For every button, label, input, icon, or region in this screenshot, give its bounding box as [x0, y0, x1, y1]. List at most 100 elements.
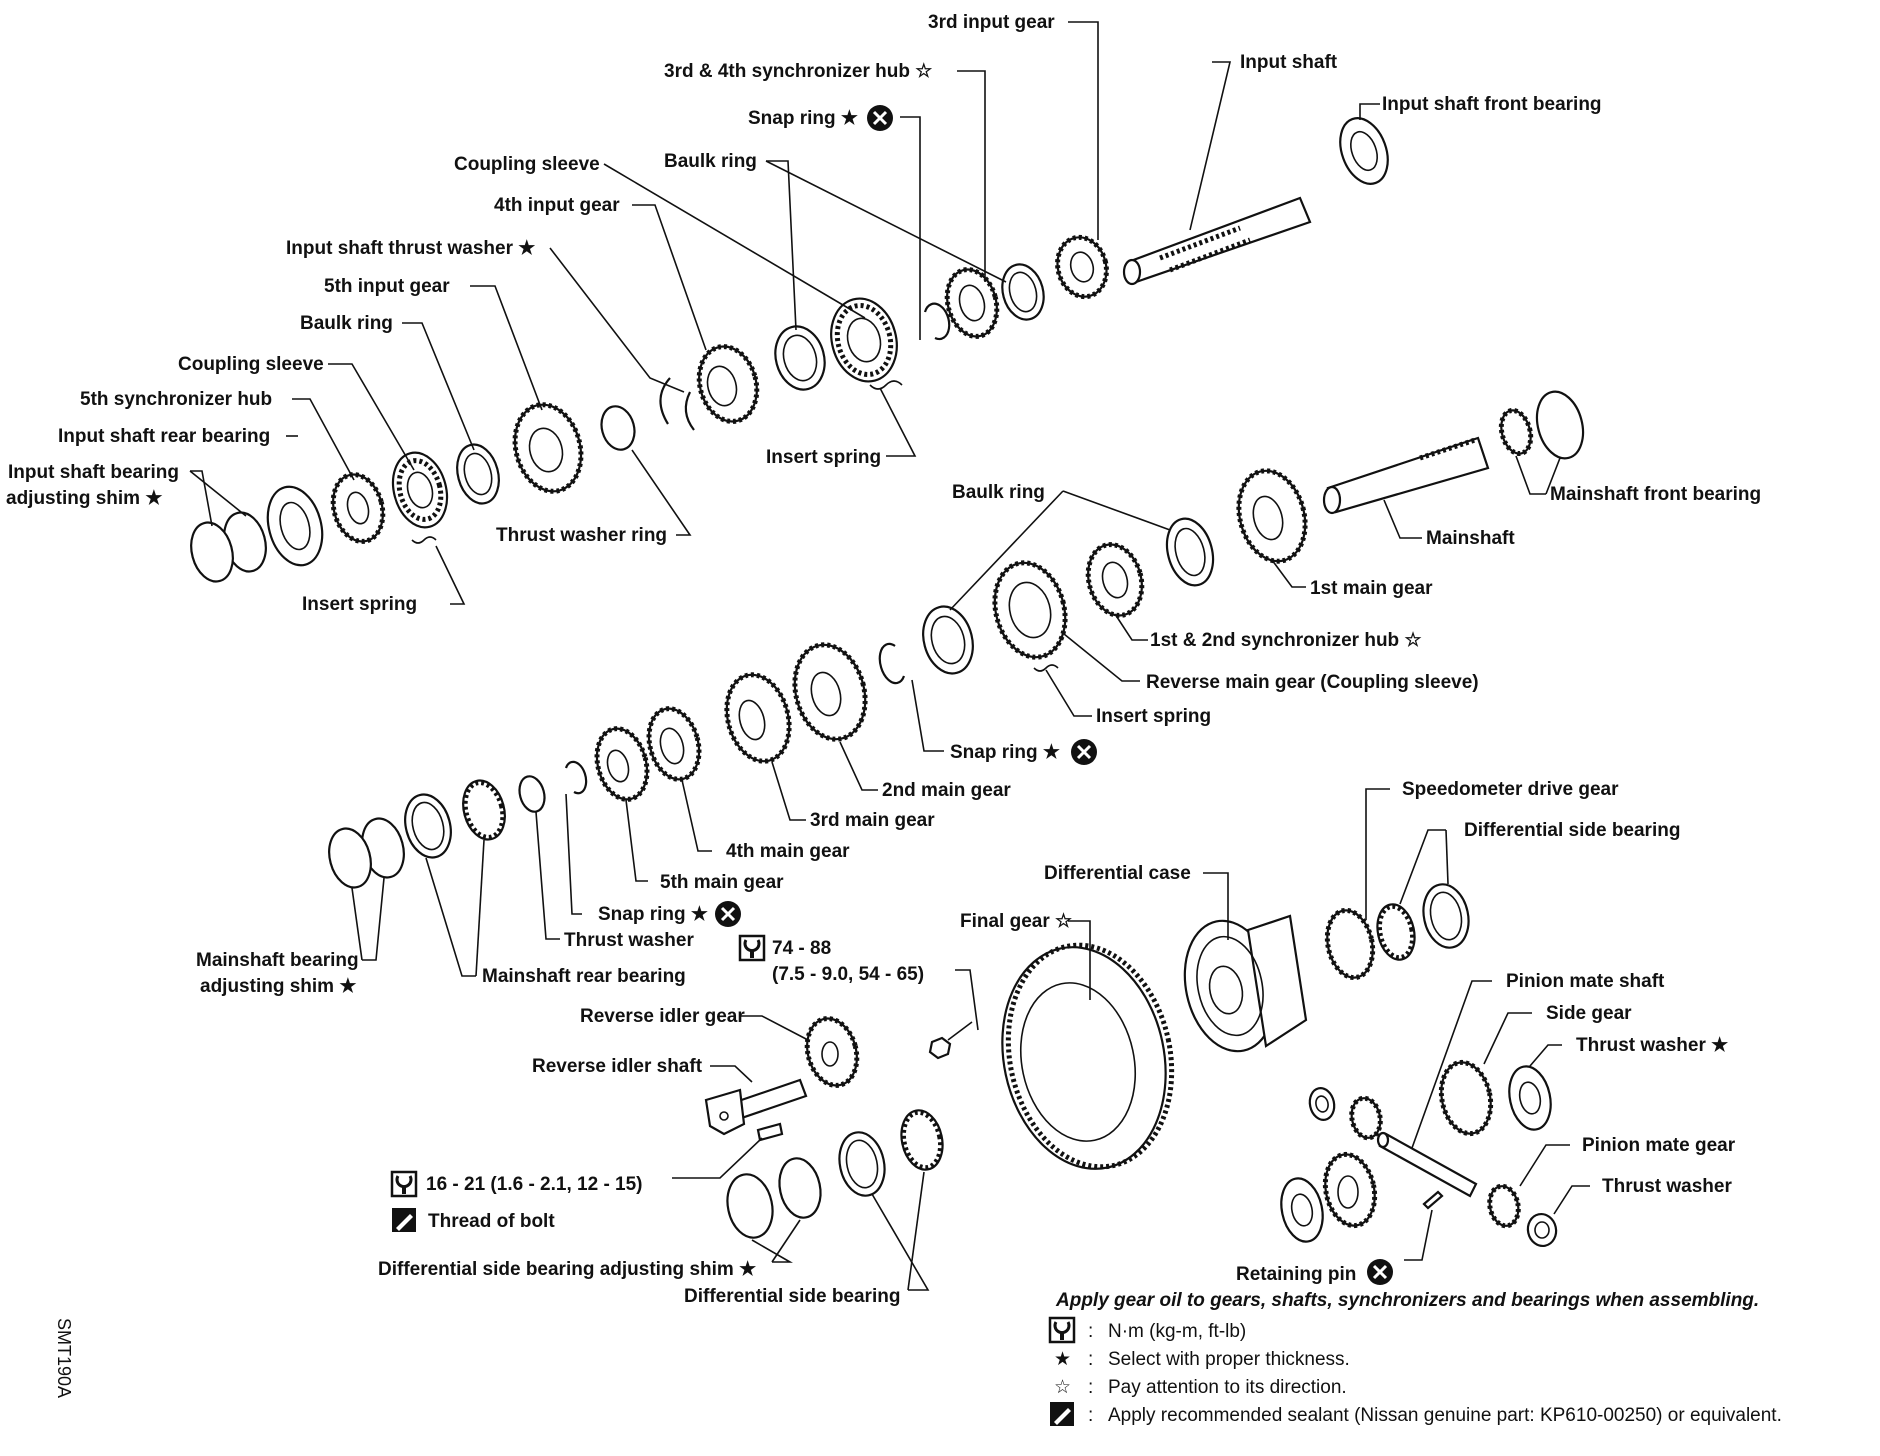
- label-3rd-4th-synchronizer-hub: 3rd & 4th synchronizer hub ☆: [664, 61, 932, 82]
- legend-direction: Pay attention to its direction.: [1108, 1377, 1347, 1398]
- reverse-main-gear-part: [992, 560, 1068, 672]
- label-input-shaft: Input shaft: [1240, 52, 1338, 73]
- label-thrust-washer-diff-2: Thrust washer: [1602, 1176, 1732, 1197]
- label-differential-case: Differential case: [1044, 863, 1191, 884]
- retaining-pin-part: [1422, 1190, 1444, 1210]
- legend-torque: N·m (kg-m, ft-lb): [1108, 1321, 1246, 1342]
- replace-x-icon: [715, 901, 741, 927]
- label-thread-of-bolt: Thread of bolt: [428, 1211, 555, 1232]
- select-thickness-star-icon: ★: [145, 488, 162, 509]
- select-thickness-star-icon: ★: [1711, 1035, 1728, 1056]
- thrust-washers-diff-part: [1280, 1065, 1558, 1248]
- hub-3rd-4th-part: [944, 267, 1000, 339]
- label-insert-spring-top: Insert spring: [766, 447, 881, 468]
- sealant-icon: [1050, 1402, 1074, 1426]
- figure-code: SMT190A: [54, 1318, 74, 1398]
- thrust-washer-halves-part: [659, 377, 695, 431]
- select-thickness-star-icon: ★: [739, 1259, 756, 1280]
- input-shaft-part: [1122, 196, 1312, 286]
- mainshaft-part: [1322, 436, 1490, 515]
- select-thickness-star-icon: ★: [518, 238, 535, 259]
- legend-select-thickness: Select with proper thickness.: [1108, 1349, 1350, 1370]
- label-snap-ring-mid: Snap ring ★: [950, 742, 1060, 763]
- coupling-sleeve-top-part: [830, 297, 903, 390]
- input-gear-3rd-part: [1055, 234, 1109, 300]
- diff-side-bearing-bottom-part: [838, 1109, 944, 1197]
- mainshaft-rear-bearing-part: [404, 779, 506, 859]
- label-reverse-idler-gear: Reverse idler gear: [580, 1006, 745, 1027]
- side-gear-part: [1322, 1059, 1494, 1229]
- label-diff-side-bearing-shim: Differential side bearing adjusting shim…: [378, 1259, 756, 1280]
- label-reverse-idler-shaft: Reverse idler shaft: [532, 1056, 703, 1077]
- baulk-ring-mid-right-part: [1165, 517, 1215, 587]
- label-baulk-ring-mid: Baulk ring: [952, 482, 1045, 503]
- label-snap-ring-low: Snap ring ★: [598, 904, 708, 925]
- note-apply-gear-oil: Apply gear oil to gears, shafts, synchro…: [1055, 1290, 1759, 1311]
- label-mainshaft-bearing-shim: Mainshaft bearing: [196, 950, 359, 971]
- label-input-shaft-bearing-shim: Input shaft bearing: [8, 462, 179, 483]
- notes-legend: Apply gear oil to gears, shafts, synchro…: [54, 1290, 1782, 1426]
- replace-x-icon: [1367, 1259, 1393, 1285]
- direction-star-icon: ☆: [1054, 1377, 1071, 1398]
- final-gear-bolt-part: [928, 1021, 973, 1060]
- label-differential-side-bearing-top: Differential side bearing: [1464, 820, 1680, 841]
- torque-idler-bolt-value: 16 - 21 (1.6 - 2.1, 12 - 15): [426, 1174, 643, 1195]
- mainshaft-front-bearing-part: [1498, 390, 1585, 460]
- main-gear-3rd-part: [724, 672, 792, 764]
- legend-colon: :: [1088, 1377, 1093, 1398]
- thrust-washer-low-part: [518, 775, 546, 813]
- legend-sealant: Apply recommended sealant (Nissan genuin…: [1108, 1405, 1782, 1426]
- label-insert-spring-left: Insert spring: [302, 594, 417, 615]
- pinion-mate-shaft-part: [1376, 1131, 1478, 1198]
- label-coupling-sleeve-top: Coupling sleeve: [454, 154, 600, 175]
- label-input-shaft-bearing-shim-2: adjusting shim ★: [6, 488, 162, 509]
- baulk-ring-top-left-part: [774, 325, 826, 391]
- label-baulk-ring-left: Baulk ring: [300, 313, 393, 334]
- label-retaining-pin: Retaining pin: [1236, 1264, 1356, 1285]
- label-diff-side-bearing-bottom: Differential side bearing: [684, 1286, 900, 1307]
- label-5th-synchronizer-hub: 5th synchronizer hub: [80, 389, 272, 410]
- legend-colon: :: [1088, 1321, 1093, 1342]
- thrust-washer-ring-part: [600, 405, 636, 451]
- label-4th-main-gear: 4th main gear: [726, 841, 850, 862]
- label-coupling-sleeve-left: Coupling sleeve: [178, 354, 324, 375]
- label-mainshaft-front-bearing: Mainshaft front bearing: [1550, 484, 1761, 505]
- leader-lines: [189, 21, 1590, 1291]
- parts-drawings: [190, 117, 1585, 1248]
- reverse-idler-gear-part: [804, 1016, 860, 1088]
- main-gear-5th-part: [594, 726, 650, 802]
- baulk-ring-top-right-part: [1001, 263, 1045, 321]
- legend-colon: :: [1088, 1405, 1093, 1426]
- input-shaft-front-bearing-part: [1339, 117, 1389, 185]
- label-thrust-washer-diff: Thrust washer ★: [1576, 1035, 1728, 1056]
- select-thickness-star-icon: ★: [339, 976, 356, 997]
- label-5th-input-gear: 5th input gear: [324, 276, 450, 297]
- label-mainshaft-rear-bearing: Mainshaft rear bearing: [482, 966, 686, 987]
- differential-case-part: [1183, 914, 1308, 1053]
- select-thickness-star-icon: ★: [841, 108, 858, 129]
- legend-colon: :: [1088, 1349, 1093, 1370]
- baulk-ring-mid-left-part: [922, 605, 974, 675]
- final-gear-part: [1001, 942, 1175, 1170]
- snap-ring-mid-part: [878, 642, 906, 685]
- label-side-gear: Side gear: [1546, 1003, 1632, 1024]
- replace-x-icon: [1071, 739, 1097, 765]
- coupling-sleeve-left-part: [391, 451, 449, 529]
- replace-x-icon: [867, 105, 893, 131]
- label-input-shaft-front-bearing: Input shaft front bearing: [1382, 94, 1602, 115]
- torque-final-gear-value-2: (7.5 - 9.0, 54 - 65): [772, 964, 924, 985]
- label-thrust-washer-ring: Thrust washer ring: [496, 525, 667, 546]
- select-thickness-star-icon: ★: [1043, 742, 1060, 763]
- label-mainshaft-bearing-shim-2: adjusting shim ★: [200, 976, 356, 997]
- label-3rd-input-gear: 3rd input gear: [928, 12, 1055, 33]
- snap-ring-top-part: [923, 302, 951, 341]
- direction-star-icon: ☆: [915, 61, 932, 82]
- reverse-idler-shaft-part: [704, 1078, 808, 1142]
- label-1st-main-gear: 1st main gear: [1310, 578, 1433, 599]
- hub-5th-part: [330, 472, 437, 544]
- label-snap-ring-top: Snap ring ★: [748, 108, 858, 129]
- diff-shim-part: [726, 1157, 822, 1239]
- torque-wrench-icon: [738, 934, 766, 962]
- torque-wrench-icon: [390, 1170, 418, 1198]
